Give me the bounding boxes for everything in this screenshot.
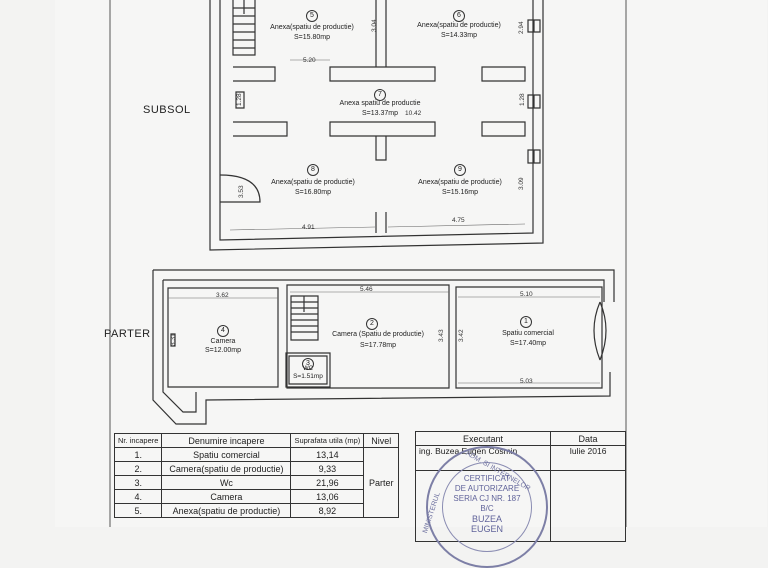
room-area-1: S=17.40mp (510, 340, 546, 347)
dimension-label: 1.28 (519, 93, 526, 106)
cell-name: Camera (161, 489, 292, 504)
header-date: Data (550, 431, 626, 446)
cell-number: 1. (113, 447, 163, 462)
level-label-basement: SUBSOL (143, 104, 191, 116)
cell-name: Spatiu comercial (161, 447, 292, 462)
room-name-6: Anexa(spatiu de productie) (417, 22, 501, 29)
dimension-label: 4.91 (302, 224, 315, 231)
room-number-5: 5 (306, 10, 318, 22)
cell-area: 13,14 (290, 447, 365, 462)
table-row: 2. Camera(spatiu de productie) 9,33 (113, 461, 399, 476)
room-name-9: Anexa(spatiu de productie) (418, 179, 502, 186)
cell-number: 4. (113, 489, 163, 504)
stamp-text: BUZEA (471, 514, 502, 524)
room-number-4: 4 (217, 325, 229, 337)
cell-area: 21,96 (290, 475, 365, 490)
room-name-8: Anexa(spatiu de productie) (271, 179, 355, 186)
dimension-label: 5.03 (520, 378, 533, 385)
dimension-label: 3.42 (458, 329, 465, 342)
rooms-table-header: Nr. incapere Denumire incapere Suprafata… (113, 433, 400, 448)
room-area-2: S=17.78mp (360, 342, 396, 349)
dimension-label: 5.10 (520, 291, 533, 298)
level-label-ground: PARTER (104, 328, 151, 340)
room-number-8: 8 (307, 164, 319, 176)
room-name-4: Camera (210, 338, 236, 345)
ground-walls (152, 269, 615, 425)
room-area-4: S=12.00mp (205, 347, 241, 354)
header-room-name: Denumire incapere (161, 433, 292, 448)
dimension-label: 1.28 (236, 93, 243, 106)
dimension-label: 4.75 (452, 217, 465, 224)
room-number-6: 6 (453, 10, 465, 22)
authorization-stamp: CERTIFICAT DE AUTORIZARE SERIA CJ NR. 18… (422, 446, 548, 568)
rooms-table: Nr. incapere Denumire incapere Suprafata… (113, 433, 400, 518)
room-number-1: 1 (520, 316, 532, 328)
room-area-9: S=15.16mp (442, 189, 478, 196)
cell-name: Camera(spatiu de productie) (161, 461, 292, 476)
header-level: Nivel (363, 433, 400, 448)
header-room-number: Nr. incapere (113, 433, 163, 448)
room-number-3: 3 (302, 358, 314, 370)
table-row: 3. Wc 21,96 (113, 475, 399, 490)
stamp-text: EUGEN (470, 524, 503, 534)
dimension-label: 5.20 (303, 57, 316, 64)
stamp-text: SERIA CJ NR. 187 (453, 494, 521, 503)
room-area-6: S=14.33mp (441, 32, 477, 39)
room-name-1: Spatiu comercial (502, 330, 554, 337)
header-executant: Executant (415, 431, 551, 446)
executant-empty-cell (550, 470, 626, 542)
cell-name: Anexa(spatiu de productie) (161, 503, 292, 518)
cell-number: 2. (113, 461, 163, 476)
dimension-lines (168, 59, 600, 384)
room-area-7: S=13.37mp (362, 110, 398, 117)
dimension-label: 10.42 (405, 110, 422, 117)
cell-level: Parter (363, 447, 400, 518)
room-name-5: Anexa(spatiu de productie) (270, 24, 354, 31)
table-row: 5. Anexa(spatiu de productie) 8,92 (113, 503, 399, 518)
room-name-2: Camera (Spatiu de productie) (332, 331, 424, 338)
room-number-9: 9 (454, 164, 466, 176)
dimension-label: 3.43 (438, 329, 445, 342)
room-number-7: 7 (374, 89, 386, 101)
executant-date: Iulie 2016 (550, 445, 626, 471)
dimension-label: 3.62 (216, 292, 229, 299)
dimension-label: 3.04 (371, 19, 378, 32)
dimension-label: 3.53 (238, 185, 245, 198)
dimension-label: 3.09 (518, 177, 525, 190)
table-row: 1. Spatiu comercial 13,14 Parter (113, 447, 400, 518)
cell-number: 3. (113, 475, 163, 490)
room-number-2: 2 (366, 318, 378, 330)
cell-name: Wc (161, 475, 292, 490)
table-row: 4. Camera 13,06 (113, 489, 399, 504)
stamp-text: CERTIFICAT (463, 474, 511, 483)
room-area-8: S=16.80mp (295, 189, 331, 196)
room-area-5: S=15.80mp (294, 34, 330, 41)
stamp-text: DE AUTORIZARE (454, 484, 520, 493)
dimension-label: 5.46 (360, 286, 373, 293)
cell-area: 8,92 (290, 503, 365, 518)
room-name-3: WC (303, 366, 313, 372)
cell-area: 13,06 (290, 489, 365, 504)
cell-area: 9,33 (290, 461, 365, 476)
basement-walls (209, 0, 544, 251)
header-usable-area: Suprafata utila (mp) (290, 433, 365, 448)
dimension-label: 3.31 (170, 333, 177, 346)
dimension-label: 2.94 (518, 21, 525, 34)
cell-number: 5. (113, 503, 163, 518)
room-area-3: S=1.51mp (293, 373, 323, 380)
room-name-7: Anexa spatiu de productie (339, 100, 421, 107)
stamp-text: B/C (480, 504, 494, 513)
executant-header: Executant Data (415, 431, 626, 446)
